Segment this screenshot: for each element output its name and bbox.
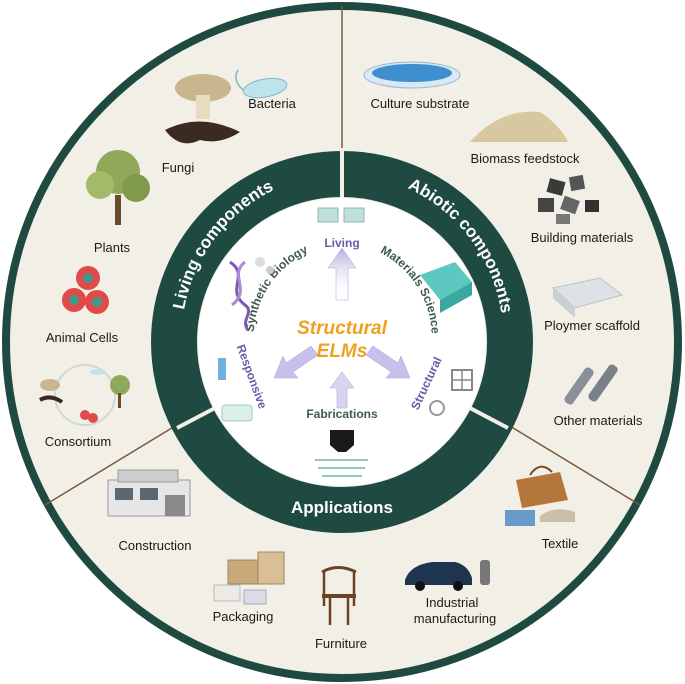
- label-animal-cells: Animal Cells: [46, 330, 119, 345]
- label-other-materials: Other materials: [554, 413, 643, 428]
- label-plants: Plants: [94, 240, 131, 255]
- label-manufacturing: manufacturing: [414, 611, 496, 626]
- label-construction: Construction: [119, 538, 192, 553]
- label-furniture: Furniture: [315, 636, 367, 651]
- culture-substrate-icon: [364, 62, 460, 88]
- inner-label-living: Living: [324, 236, 359, 250]
- applications-title: Applications: [291, 498, 393, 517]
- label-consortium: Consortium: [45, 434, 111, 449]
- label-biomass-feedstock: Biomass feedstock: [470, 151, 580, 166]
- inner-label-fabrications: Fabrications: [306, 407, 378, 421]
- label-textile: Textile: [542, 536, 579, 551]
- label-fungi: Fungi: [162, 160, 195, 175]
- center-title-line1: Structural: [297, 318, 387, 339]
- construction-icon: [108, 470, 190, 516]
- label-building-materials: Building materials: [531, 230, 634, 245]
- label-culture-substrate: Culture substrate: [371, 96, 470, 111]
- label-industrial: Industrial: [426, 595, 479, 610]
- label-polymer-scaffold: Ploymer scaffold: [544, 318, 640, 333]
- center-title-line2: ELMs: [317, 341, 368, 362]
- label-packaging: Packaging: [213, 609, 274, 624]
- label-bacteria: Bacteria: [248, 96, 296, 111]
